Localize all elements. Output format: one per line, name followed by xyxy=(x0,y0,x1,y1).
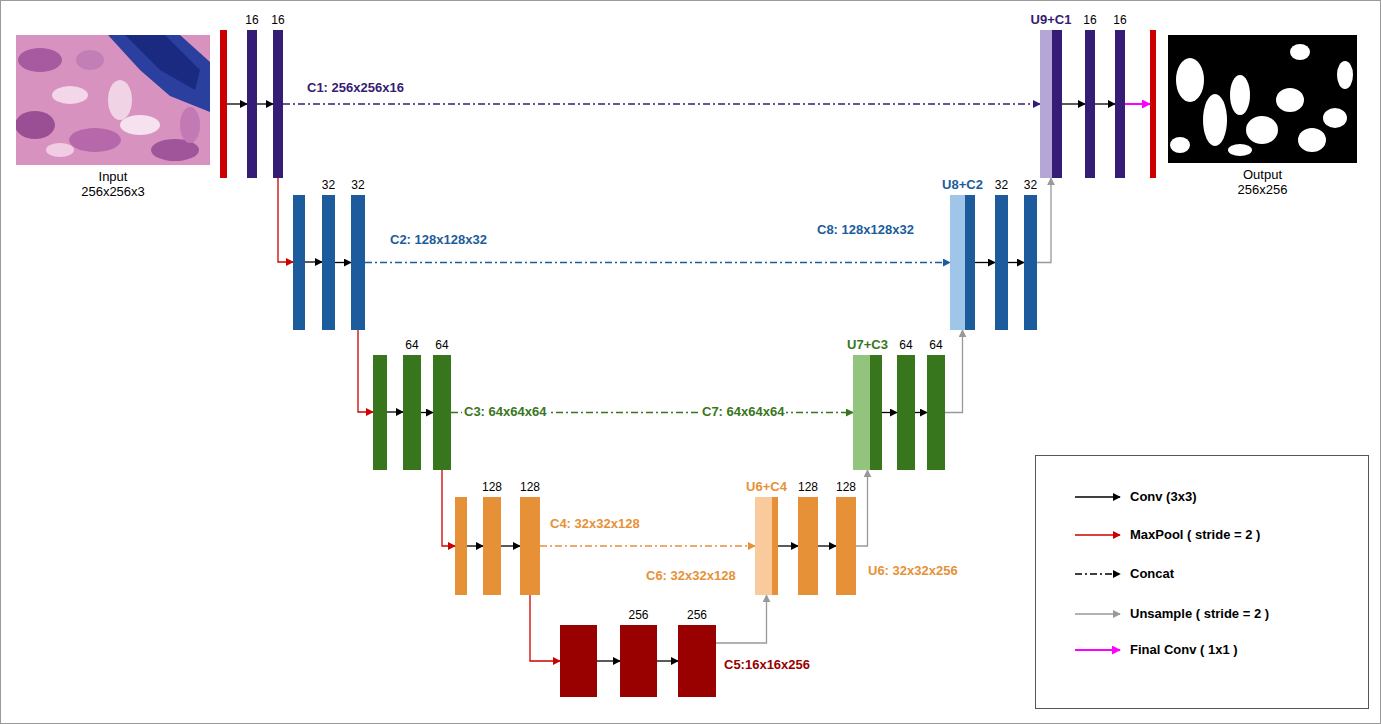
channel-count: 256 xyxy=(687,608,707,622)
conv-arrow xyxy=(882,412,897,413)
pooled-block xyxy=(560,625,597,697)
maxpool-arrows xyxy=(278,178,560,661)
feature-map-bar: 64 xyxy=(897,355,915,470)
skip-connection-label: C4: 32x32x128 xyxy=(548,516,642,532)
channel-count: 64 xyxy=(435,338,448,352)
conv-arrow xyxy=(421,412,433,413)
input-layer-bar xyxy=(220,30,227,178)
concat-layer: U8+C2 xyxy=(950,195,975,330)
feature-map-bar: 16 xyxy=(273,30,283,178)
conv-arrow xyxy=(501,545,520,546)
feature-map-bar: 64 xyxy=(433,355,451,470)
output-layer-bar xyxy=(1150,30,1156,178)
channel-count: 64 xyxy=(899,338,912,352)
feature-map-bar: 256 xyxy=(620,625,657,697)
channel-count: 128 xyxy=(798,480,818,494)
tensor-size-label: C7: 64x64x64 xyxy=(700,404,786,420)
upsample-arrow xyxy=(945,330,963,413)
concat-label: U8+C2 xyxy=(942,178,983,192)
channel-count: 64 xyxy=(405,338,418,352)
upsample-arrow xyxy=(716,595,767,643)
skip-connection-label: C1: 256x256x16 xyxy=(305,80,406,96)
channel-count: 32 xyxy=(322,178,335,192)
channel-count: 128 xyxy=(482,480,502,494)
feature-map-bar: 16 xyxy=(247,30,257,178)
final-conv-arrow xyxy=(1125,103,1150,105)
conv-arrow xyxy=(1008,262,1024,263)
conv-arrows xyxy=(227,104,620,661)
output-mask: Output 256x256 xyxy=(1168,35,1357,163)
skip-connection-label: C3: 64x64x64 xyxy=(462,404,548,420)
tensor-size-label: C8: 128x128x32 xyxy=(815,222,916,238)
conv-arrow xyxy=(1095,103,1115,104)
pooled-bar xyxy=(455,497,467,595)
legend-text: MaxPool ( stride = 2 ) xyxy=(1130,527,1260,543)
channel-count: 32 xyxy=(351,178,364,192)
conv-arrow xyxy=(818,545,836,546)
feature-map-bar: 128 xyxy=(836,497,856,595)
concat-label: U7+C3 xyxy=(847,338,888,352)
legend-samples xyxy=(1075,497,1120,650)
feature-map-bar: 128 xyxy=(520,497,540,595)
legend-text: Final Conv ( 1x1 ) xyxy=(1130,642,1238,658)
feature-map-bar: 32 xyxy=(322,195,335,330)
image-caption: Output 256x256 xyxy=(1228,167,1298,197)
feature-map-bar: 32 xyxy=(1024,195,1037,330)
channel-count: 16 xyxy=(1083,13,1096,27)
feature-map-bar: 16 xyxy=(1085,30,1095,178)
channel-count: 128 xyxy=(520,480,540,494)
mask-image xyxy=(1168,35,1357,163)
conv-arrow xyxy=(915,412,927,413)
channel-count: 256 xyxy=(628,608,648,622)
concat-layer: U7+C3 xyxy=(853,355,882,470)
legend-text: Unsample ( stride = 2 ) xyxy=(1130,606,1269,622)
legend-box xyxy=(1036,456,1369,709)
concat-label: U9+C1 xyxy=(1031,13,1072,27)
channel-count: 16 xyxy=(1113,13,1126,27)
channel-count: 16 xyxy=(271,13,284,27)
tensor-size-label: U6: 32x32x256 xyxy=(866,563,960,579)
feature-map-bar: 128 xyxy=(798,497,818,595)
conv-arrow xyxy=(257,103,273,104)
skip-connection-label: C2: 128x128x32 xyxy=(388,232,489,248)
legend-text: Conv (3x3) xyxy=(1130,489,1196,505)
input-image: Input 256x256x3 xyxy=(16,35,210,165)
conv-arrow xyxy=(778,545,798,546)
channel-count: 16 xyxy=(245,13,258,27)
feature-map-bar: 64 xyxy=(927,355,945,470)
image-caption: Input 256x256x3 xyxy=(73,169,153,199)
tensor-size-label: C6: 32x32x128 xyxy=(644,568,738,584)
legend-text: Concat xyxy=(1130,566,1174,582)
conv-arrow xyxy=(335,262,351,263)
feature-map-bar: 32 xyxy=(351,195,365,330)
histology-image xyxy=(16,35,210,165)
concat-layer: U9+C1 xyxy=(1040,30,1062,178)
upsample-arrow xyxy=(1037,178,1051,263)
feature-map-bar: 32 xyxy=(995,195,1008,330)
concat-label: U6+C4 xyxy=(746,480,787,494)
channel-count: 32 xyxy=(995,178,1008,192)
feature-map-bar: 256 xyxy=(678,625,716,697)
conv-arrow xyxy=(1062,103,1085,104)
concat-layer: U6+C4 xyxy=(755,497,778,595)
tensor-size-label: C5:16x16x256 xyxy=(722,657,812,673)
channel-count: 32 xyxy=(1024,178,1037,192)
skip-connection xyxy=(283,103,1040,105)
pooled-bar xyxy=(293,195,305,330)
conv-arrow xyxy=(975,262,995,263)
upsample-arrow xyxy=(856,470,868,546)
skip-connection xyxy=(365,262,950,264)
conv-arrow xyxy=(657,660,678,661)
channel-count: 128 xyxy=(836,480,856,494)
feature-map-bar: 64 xyxy=(403,355,421,470)
feature-map-bar: 128 xyxy=(483,497,501,595)
channel-count: 64 xyxy=(929,338,942,352)
skip-connection xyxy=(540,545,755,547)
feature-map-bar: 16 xyxy=(1115,30,1125,178)
pooled-bar xyxy=(373,355,387,470)
